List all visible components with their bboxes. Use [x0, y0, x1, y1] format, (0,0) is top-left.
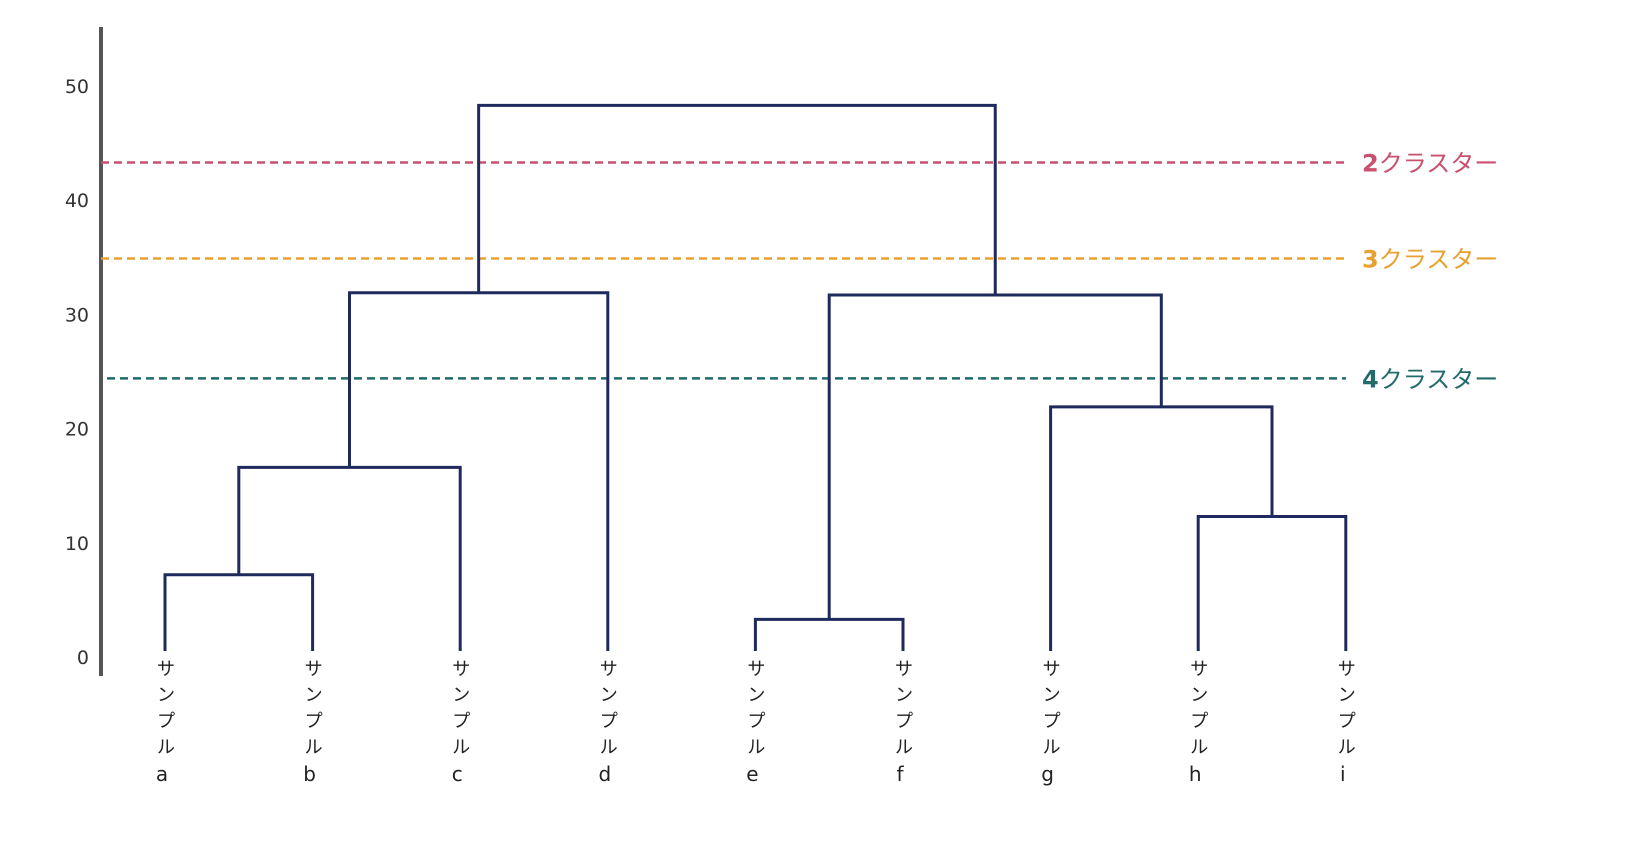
cut-text: クラスター	[1379, 150, 1499, 178]
merge-abc	[237, 465, 462, 651]
dendrogram-tree	[163, 103, 1348, 651]
leaf-letter: g	[1041, 762, 1054, 786]
leaf-char: ン	[452, 685, 470, 706]
leaf-letter: i	[1340, 762, 1346, 786]
leaf-char: プ	[600, 711, 618, 732]
leaf-char: ル	[1190, 737, 1208, 758]
cut-label-4: 4クラスター	[1362, 365, 1498, 393]
leaf-char: プ	[1338, 711, 1356, 732]
y-tick-label: 40	[65, 190, 89, 212]
cut-number: 2	[1362, 150, 1379, 178]
merge-ab	[163, 573, 315, 651]
leaf-letter: e	[746, 762, 758, 786]
cut-text: クラスター	[1379, 245, 1499, 273]
leaf-char: プ	[305, 711, 323, 732]
leaf-char: ン	[1043, 685, 1061, 706]
leaf-char: プ	[157, 711, 175, 732]
cut-text: クラスター	[1379, 365, 1499, 393]
leaf-char: プ	[895, 711, 913, 732]
leaf-letter: c	[452, 762, 463, 786]
cut-label-2: 2クラスター	[1362, 150, 1498, 178]
y-tick-label: 20	[65, 419, 89, 441]
leaf-letter: d	[598, 762, 611, 786]
leaf-letter: h	[1189, 762, 1202, 786]
leaf-char: サ	[1338, 659, 1356, 680]
y-tick-label: 50	[65, 76, 89, 98]
leaf-char: ン	[157, 685, 175, 706]
y-tick-label: 10	[65, 533, 89, 555]
leaf-char: ン	[895, 685, 913, 706]
leaf-char: サ	[895, 659, 913, 680]
merge-efghi	[827, 293, 1163, 620]
leaf-char: サ	[157, 659, 175, 680]
cut-label-3: 3クラスター	[1362, 245, 1498, 273]
leaf-char: サ	[747, 659, 765, 680]
leaf-char: プ	[1190, 711, 1208, 732]
cut-number: 3	[1362, 245, 1379, 273]
leaf-char: ル	[452, 737, 470, 758]
y-tick-label: 30	[65, 304, 89, 326]
leaf-char: ル	[1043, 737, 1061, 758]
leaf-char: ル	[895, 737, 913, 758]
leaf-char: ン	[1338, 685, 1356, 706]
leaf-char: プ	[1043, 711, 1061, 732]
leaf-char: プ	[747, 711, 765, 732]
leaf-char: サ	[452, 659, 470, 680]
leaf-char: ン	[1190, 685, 1208, 706]
leaf-char: ン	[600, 685, 618, 706]
leaf-letter: a	[156, 762, 168, 786]
leaf-char: プ	[452, 711, 470, 732]
merge-root	[477, 103, 997, 295]
leaf-char: サ	[305, 659, 323, 680]
leaf-char: サ	[1043, 659, 1061, 680]
leaf-char: ン	[747, 685, 765, 706]
leaf-letter: f	[896, 762, 904, 786]
merge-ef	[753, 617, 905, 651]
leaf-char: サ	[1190, 659, 1208, 680]
leaf-char: ル	[305, 737, 323, 758]
merge-ghi	[1049, 405, 1274, 651]
y-tick-label: 0	[77, 647, 89, 669]
y-axis-ticks: 0 10 20 30 40 50	[65, 76, 89, 669]
leaf-char: サ	[600, 659, 618, 680]
leaf-letter: b	[303, 762, 316, 786]
merge-abcd	[348, 291, 610, 651]
leaf-char: ン	[305, 685, 323, 706]
leaf-char: ル	[1338, 737, 1356, 758]
leaf-char: ル	[747, 737, 765, 758]
leaf-char: ル	[157, 737, 175, 758]
cut-number: 4	[1362, 365, 1379, 393]
merge-hi	[1196, 515, 1348, 651]
leaf-char: ル	[600, 737, 618, 758]
